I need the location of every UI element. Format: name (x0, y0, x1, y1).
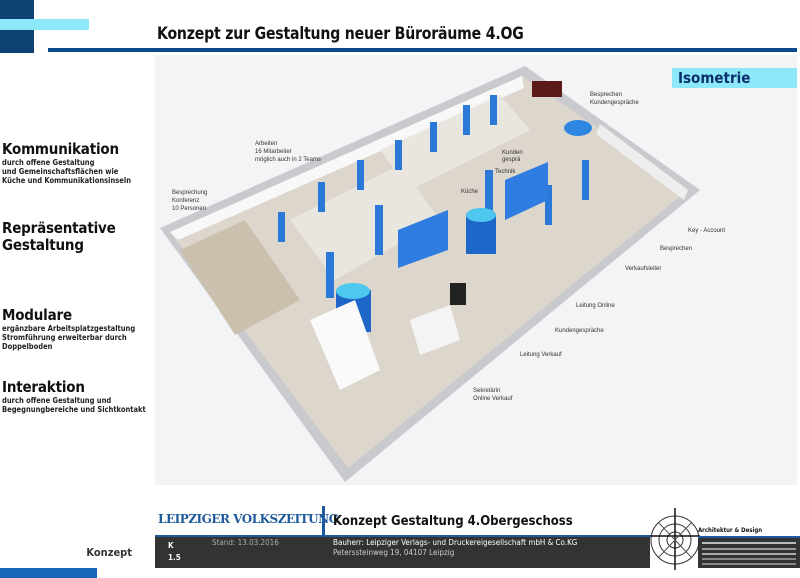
partition-wall (505, 162, 548, 220)
corner-accent-bar (0, 19, 89, 30)
section-interaktion: Interaktion durch offene Gestaltung und … (2, 378, 146, 415)
bauherr-text: Bauherr: Leipziger Verlags- und Druckere… (333, 538, 578, 547)
floor-plan-render: Besprechen Kundengespräche Arbeiten 16 M… (160, 66, 725, 482)
architect-name: Architektur & Design (698, 527, 763, 534)
footer-accent (0, 568, 97, 578)
cylinder-top (466, 208, 496, 222)
screen (450, 283, 466, 305)
section-text: Küche und Kommunikationsinseln (2, 176, 131, 185)
sheet-code-letter: K (168, 541, 174, 550)
footer-bar (155, 535, 650, 568)
window-wall (170, 76, 524, 240)
section-heading: Kommunikation (2, 140, 119, 158)
label: möglich auch in 2 Teams (255, 157, 321, 163)
section-text: Begegnungbereiche und Sichtkontakt (2, 405, 146, 414)
label: Online Verkauf (473, 396, 513, 402)
label: Leitung Online (576, 303, 615, 309)
columns (278, 95, 589, 298)
section-text: Doppelboden (2, 342, 53, 351)
client-logo: LEIPZIGER VOLKSZEITUNG (158, 512, 339, 526)
conference-room (180, 220, 300, 335)
section-heading: Repräsentative (2, 219, 116, 237)
architect-contact-box (698, 536, 800, 568)
section-modulare: Modulare ergänzbare Arbeitsplatzgestaltu… (2, 306, 136, 352)
label: Technik (495, 169, 516, 175)
restroom-block (310, 300, 380, 390)
wall-picture (532, 81, 562, 97)
label: Konferenz (172, 198, 199, 204)
section-heading: Interaktion (2, 378, 85, 396)
label: Küche (461, 189, 479, 195)
label: Arbeiten (255, 141, 277, 147)
section-text: durch offene Gestaltung (2, 158, 95, 167)
label: Sekretärin (473, 388, 500, 394)
sheet-code-number: 1.5 (168, 553, 181, 562)
section-label: Konzept (86, 546, 132, 559)
section-kommunikation: Kommunikation durch offene Gestaltung un… (2, 140, 131, 186)
workspace-area (290, 165, 440, 280)
label: Besprechen (590, 92, 622, 98)
label: gesprä (502, 157, 521, 163)
client-info: Bauherr: Leipziger Verlags- und Druckere… (333, 538, 577, 558)
partition-wall (398, 210, 448, 268)
section-text: durch offene Gestaltung und (2, 396, 112, 405)
label: Kundengespräche (555, 328, 604, 334)
footer-title: Konzept Gestaltung 4.Obergeschoss (333, 514, 573, 529)
address-text: Peterssteinweg 19, 04107 Leipzig (333, 548, 455, 557)
section-heading: Modulare (2, 306, 72, 324)
label: Leitung Verkauf (520, 352, 562, 358)
section-text: ergänzbare Arbeitsplatzgestaltung (2, 324, 136, 333)
lounge-seat (564, 120, 592, 136)
meeting-table (410, 305, 460, 355)
label: Verkaufsleiter (625, 266, 661, 272)
architect-logo-icon (650, 508, 700, 570)
view-label: Isometrie (672, 68, 797, 88)
right-wall (596, 124, 688, 200)
label: 10 Personen (172, 206, 206, 212)
section-heading: Gestaltung (2, 236, 84, 254)
section-repraesentativ: Repräsentative Gestaltung (2, 220, 116, 254)
label: 16 Mitarbeiter (255, 149, 292, 155)
label: Kunden (502, 150, 523, 156)
date-stamp: Stand: 13.03.2016 (212, 538, 279, 547)
cylinder-top (336, 283, 370, 299)
plan-labels: Besprechen Kundengespräche Arbeiten 16 M… (172, 92, 725, 402)
label: Kundengespräche (590, 100, 639, 106)
label: Besprechung (172, 190, 207, 196)
page-title: Konzept zur Gestaltung neuer Büroräume 4… (157, 24, 524, 44)
label: Besprechen (660, 246, 692, 252)
section-text: Stromführung erweiterbar durch (2, 333, 127, 342)
title-underline (48, 48, 797, 52)
section-text: und Gemeinschaftsflächen wie (2, 167, 119, 176)
floor (170, 76, 688, 468)
isometric-view: Besprechen Kundengespräche Arbeiten 16 M… (155, 55, 797, 485)
sheet-code: K 1.5 (168, 540, 181, 564)
label: Key - Account (688, 228, 725, 234)
